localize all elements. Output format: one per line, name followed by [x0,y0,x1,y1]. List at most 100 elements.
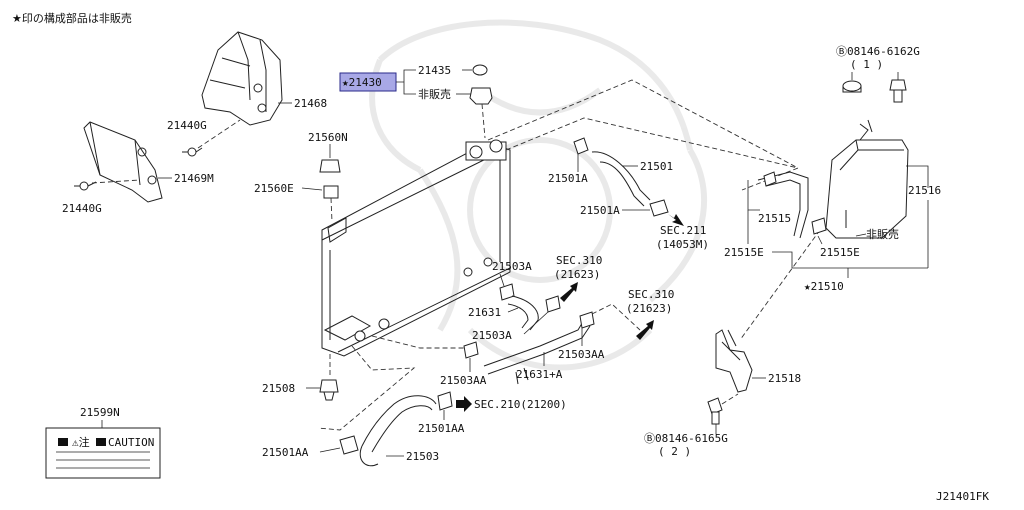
label-21501a-upper: 21501A [548,172,588,185]
label-sec310-a-ref: (21623) [554,268,600,281]
label-21599n: 21599N [80,406,120,419]
label-21503a-lower: 21503A [472,329,512,342]
label-hibaibai-cap: 非販売 [418,88,451,101]
hose-upper-21501 [591,151,651,207]
label-21468: 21468 [294,97,327,110]
leader-21516 [906,165,929,188]
shroud-upper-21468 [201,31,283,126]
label-21503aa-right: 21503AA [558,348,605,361]
leader-bolt-top [851,72,899,80]
label-21469m: 21469M [174,172,214,185]
clamp-21503aa-right [579,311,595,329]
hose-21631 [507,295,539,331]
label-bolt-bottom-qty: ( 2 ) [658,445,691,458]
arrow-sec211 [668,214,684,226]
leader-hibaibai-tank [855,233,867,237]
sensor-21560n [319,159,341,199]
dashed-bottom-b [317,345,416,431]
arrow-sec310-a [560,282,578,302]
reservoir-tank-21516 [825,119,909,239]
label-sec310-a: SEC.310 [556,254,602,267]
label-21501aa-upper: 21501AA [418,422,465,435]
caution-text: CAUTION [108,436,154,449]
label-21560e: 21560E [254,182,294,195]
hose-lower-21503 [359,395,437,467]
label-sec310-b-ref: (21623) [626,302,672,315]
dashed-bottom-a [371,335,470,349]
leader-21560e [301,187,323,191]
label-21518: 21518 [768,372,801,385]
label-21516: 21516 [908,184,941,197]
label-21501: 21501 [640,160,673,173]
clamp-21501aa-lower [339,435,359,455]
label-21515e-right: 21515E [820,246,860,259]
leader-21501aa-lower [319,447,341,453]
arrow-sec310-b [636,320,654,340]
leader-21515e-right [817,235,823,245]
label-21435: 21435 [418,64,451,77]
hose-21631a [483,319,591,385]
caution-radiator-icon [96,438,106,446]
dashed-bolt-bottom [721,393,739,405]
dashed-21440g-lower [91,179,141,184]
dashed-frame-top [487,79,800,191]
label-21430[interactable]: ★21430 [342,76,382,89]
dashed-sensor [330,197,333,223]
clamp-21503a-upper [499,283,515,301]
leader-21503a-lower [523,311,549,335]
leader-21631 [507,307,519,313]
clamp-21501a-lower [649,199,669,217]
label-21515: 21515 [758,212,791,225]
reservoir-hose-21515 [757,171,827,239]
dashed-cap [481,103,486,139]
label-21631a: 21631+A [516,368,563,381]
label-21440g-upper: 21440G [167,119,207,132]
label-21501aa-lower: 21501AA [262,446,309,459]
label-21510: ★21510 [804,280,844,293]
label-hibaibai-tank: 非販売 [866,228,899,241]
label-bolt-bottom: Ⓑ08146-6165G [644,432,728,445]
leader-21515 [747,180,760,211]
label-21440g-lower: 21440G [62,202,102,215]
cap-21435-seal [472,64,488,76]
label-sec210: SEC.210(21200) [474,398,567,411]
label-bolt-top-qty: ( 1 ) [850,58,883,71]
label-21560n: 21560N [308,131,348,144]
arrow-sec210 [456,396,472,412]
label-bolt-top: Ⓑ08146-6162G [836,45,920,58]
bolt-top [889,79,907,103]
radiator-cap [469,87,493,105]
clip-21440g-upper [182,147,203,157]
clamp-21501a-upper [573,137,589,155]
caution-text-a: ⚠注 [72,435,90,449]
header-note: ★印の構成部品は非販売 [12,11,132,25]
label-21508: 21508 [262,382,295,395]
caution-warning-icon [58,438,68,446]
drain-plug-21508 [319,379,339,401]
clamp-21503aa-left [463,341,479,359]
label-21501a-lower: 21501A [580,204,620,217]
leader-21503a-upper [499,273,505,287]
label-21631: 21631 [468,306,501,319]
caution-label-21599n: ⚠注 CAUTION [45,427,161,479]
label-sec211-ref: (14053M) [656,238,709,251]
label-21503a-upper: 21503A [492,260,532,273]
shroud-lower-21469m [83,121,163,203]
bolt-bottom [707,397,723,425]
label-21503: 21503 [406,450,439,463]
diagram-code: J21401FK [936,490,989,503]
tank-cap [842,80,862,93]
clamp-21501aa-upper [437,391,453,411]
dashed-21440g-upper [197,119,241,149]
label-sec310-b: SEC.310 [628,288,674,301]
bracket-21430 [396,69,416,95]
bracket-21518 [715,329,753,393]
label-21503aa-left: 21503AA [440,374,487,387]
label-sec211: SEC.211 [660,224,706,237]
clamp-21503a-lower [545,295,561,313]
dashed-frame-mid [505,117,799,169]
label-21515e-left: 21515E [724,246,764,259]
leader-21510 [772,251,928,269]
dashed-tank-bracket [739,229,821,341]
